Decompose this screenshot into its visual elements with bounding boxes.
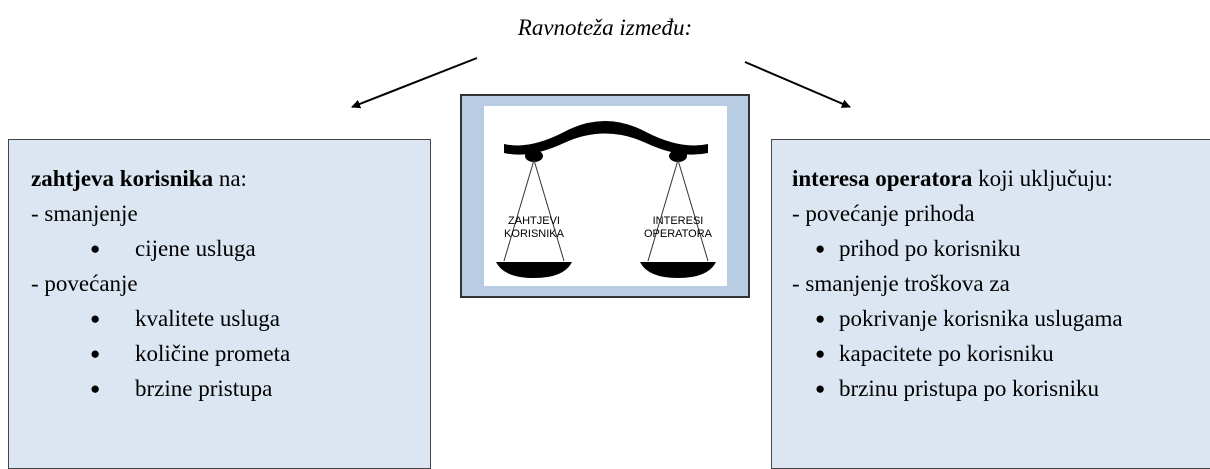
bullet-icon: ● — [90, 344, 101, 363]
left-section-increase: - povećanje — [31, 271, 138, 296]
right-section-increase: - povećanje prihoda — [792, 201, 975, 226]
list-item: ● pokrivanje korisnika uslugama — [792, 301, 1210, 336]
diagram-heading: Ravnoteža između: — [517, 15, 693, 40]
list-item-text: brzine pristupa — [135, 376, 273, 401]
list-item: ● brzine pristupa — [31, 371, 430, 406]
bullet-icon: ● — [90, 379, 101, 398]
right-pan-label-line1: INTERESI — [653, 215, 704, 227]
bullet-icon: ● — [90, 239, 101, 258]
left-pan-label-line2: KORISNIKA — [504, 228, 565, 240]
user-requirements-box: zahtjeva korisnika na: - smanjenje ● cije… — [8, 139, 431, 469]
right-box-title-bold: interesa operatora — [792, 166, 973, 191]
list-item: ● količine prometa — [31, 336, 430, 371]
list-item: ● brzinu pristupa po korisniku — [792, 371, 1210, 406]
left-box-title-rest: na: — [213, 166, 247, 191]
list-item-text: količine prometa — [135, 341, 291, 366]
bullet-icon: ● — [815, 309, 826, 328]
list-item: ● kvalitete usluga — [31, 301, 430, 336]
list-item-text: pokrivanje korisnika uslugama — [839, 306, 1123, 331]
operator-interests-box: interesa operatora koji uključuju: - pov… — [771, 139, 1210, 469]
left-pan-label-line1: ZAHTJEVI — [508, 215, 560, 227]
right-box-title-rest: koji uključuju: — [972, 166, 1113, 191]
bullet-icon: ● — [815, 344, 826, 363]
right-section-reduce: - smanjenje troškova za — [792, 271, 1010, 296]
list-item-text: brzinu pristupa po korisniku — [839, 376, 1099, 401]
left-box-title: zahtjeva korisnika na: — [31, 161, 430, 196]
list-item-text: cijene usluga — [135, 236, 256, 261]
balance-scale-frame: ZAHTJEVI KORISNIKA INTERESI OPERATORA — [460, 94, 750, 298]
right-box-title: interesa operatora koji uključuju: — [792, 161, 1210, 196]
balance-scale-picture: ZAHTJEVI KORISNIKA INTERESI OPERATORA — [484, 106, 727, 286]
list-item-text: kapacitete po korisniku — [839, 341, 1054, 366]
list-item-text: prihod po korisniku — [839, 236, 1021, 261]
bullet-icon: ● — [815, 379, 826, 398]
list-item: ● prihod po korisniku — [792, 231, 1210, 266]
list-item: ● cijene usluga — [31, 231, 430, 266]
list-item: ● kapacitete po korisniku — [792, 336, 1210, 371]
left-box-title-bold: zahtjeva korisnika — [31, 166, 214, 191]
arrow-right — [744, 61, 851, 108]
bullet-icon: ● — [815, 239, 826, 258]
list-item-text: kvalitete usluga — [135, 306, 280, 331]
right-pan-label-line2: OPERATORA — [644, 228, 713, 240]
bullet-icon: ● — [90, 309, 101, 328]
balance-scale-icon: ZAHTJEVI KORISNIKA INTERESI OPERATORA — [496, 121, 716, 278]
left-section-reduce: - smanjenje — [31, 201, 138, 226]
arrow-left — [351, 57, 478, 109]
